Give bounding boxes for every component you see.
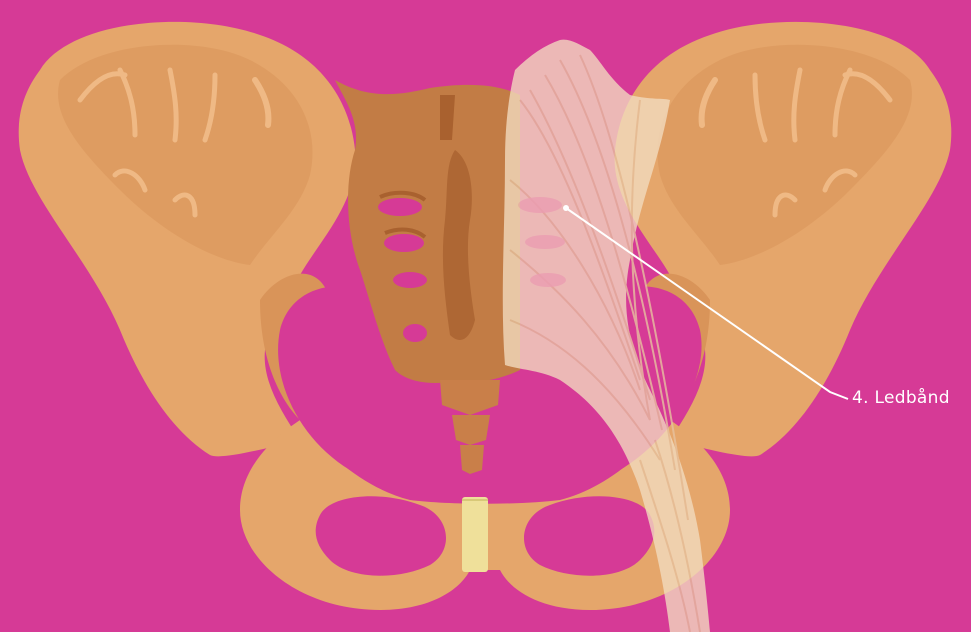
ligament-label: 4. Ledbånd — [852, 388, 950, 408]
pubic-symphysis — [462, 497, 488, 572]
obturator-foramen-left — [316, 496, 446, 575]
obturator-foramen-right — [524, 496, 654, 575]
